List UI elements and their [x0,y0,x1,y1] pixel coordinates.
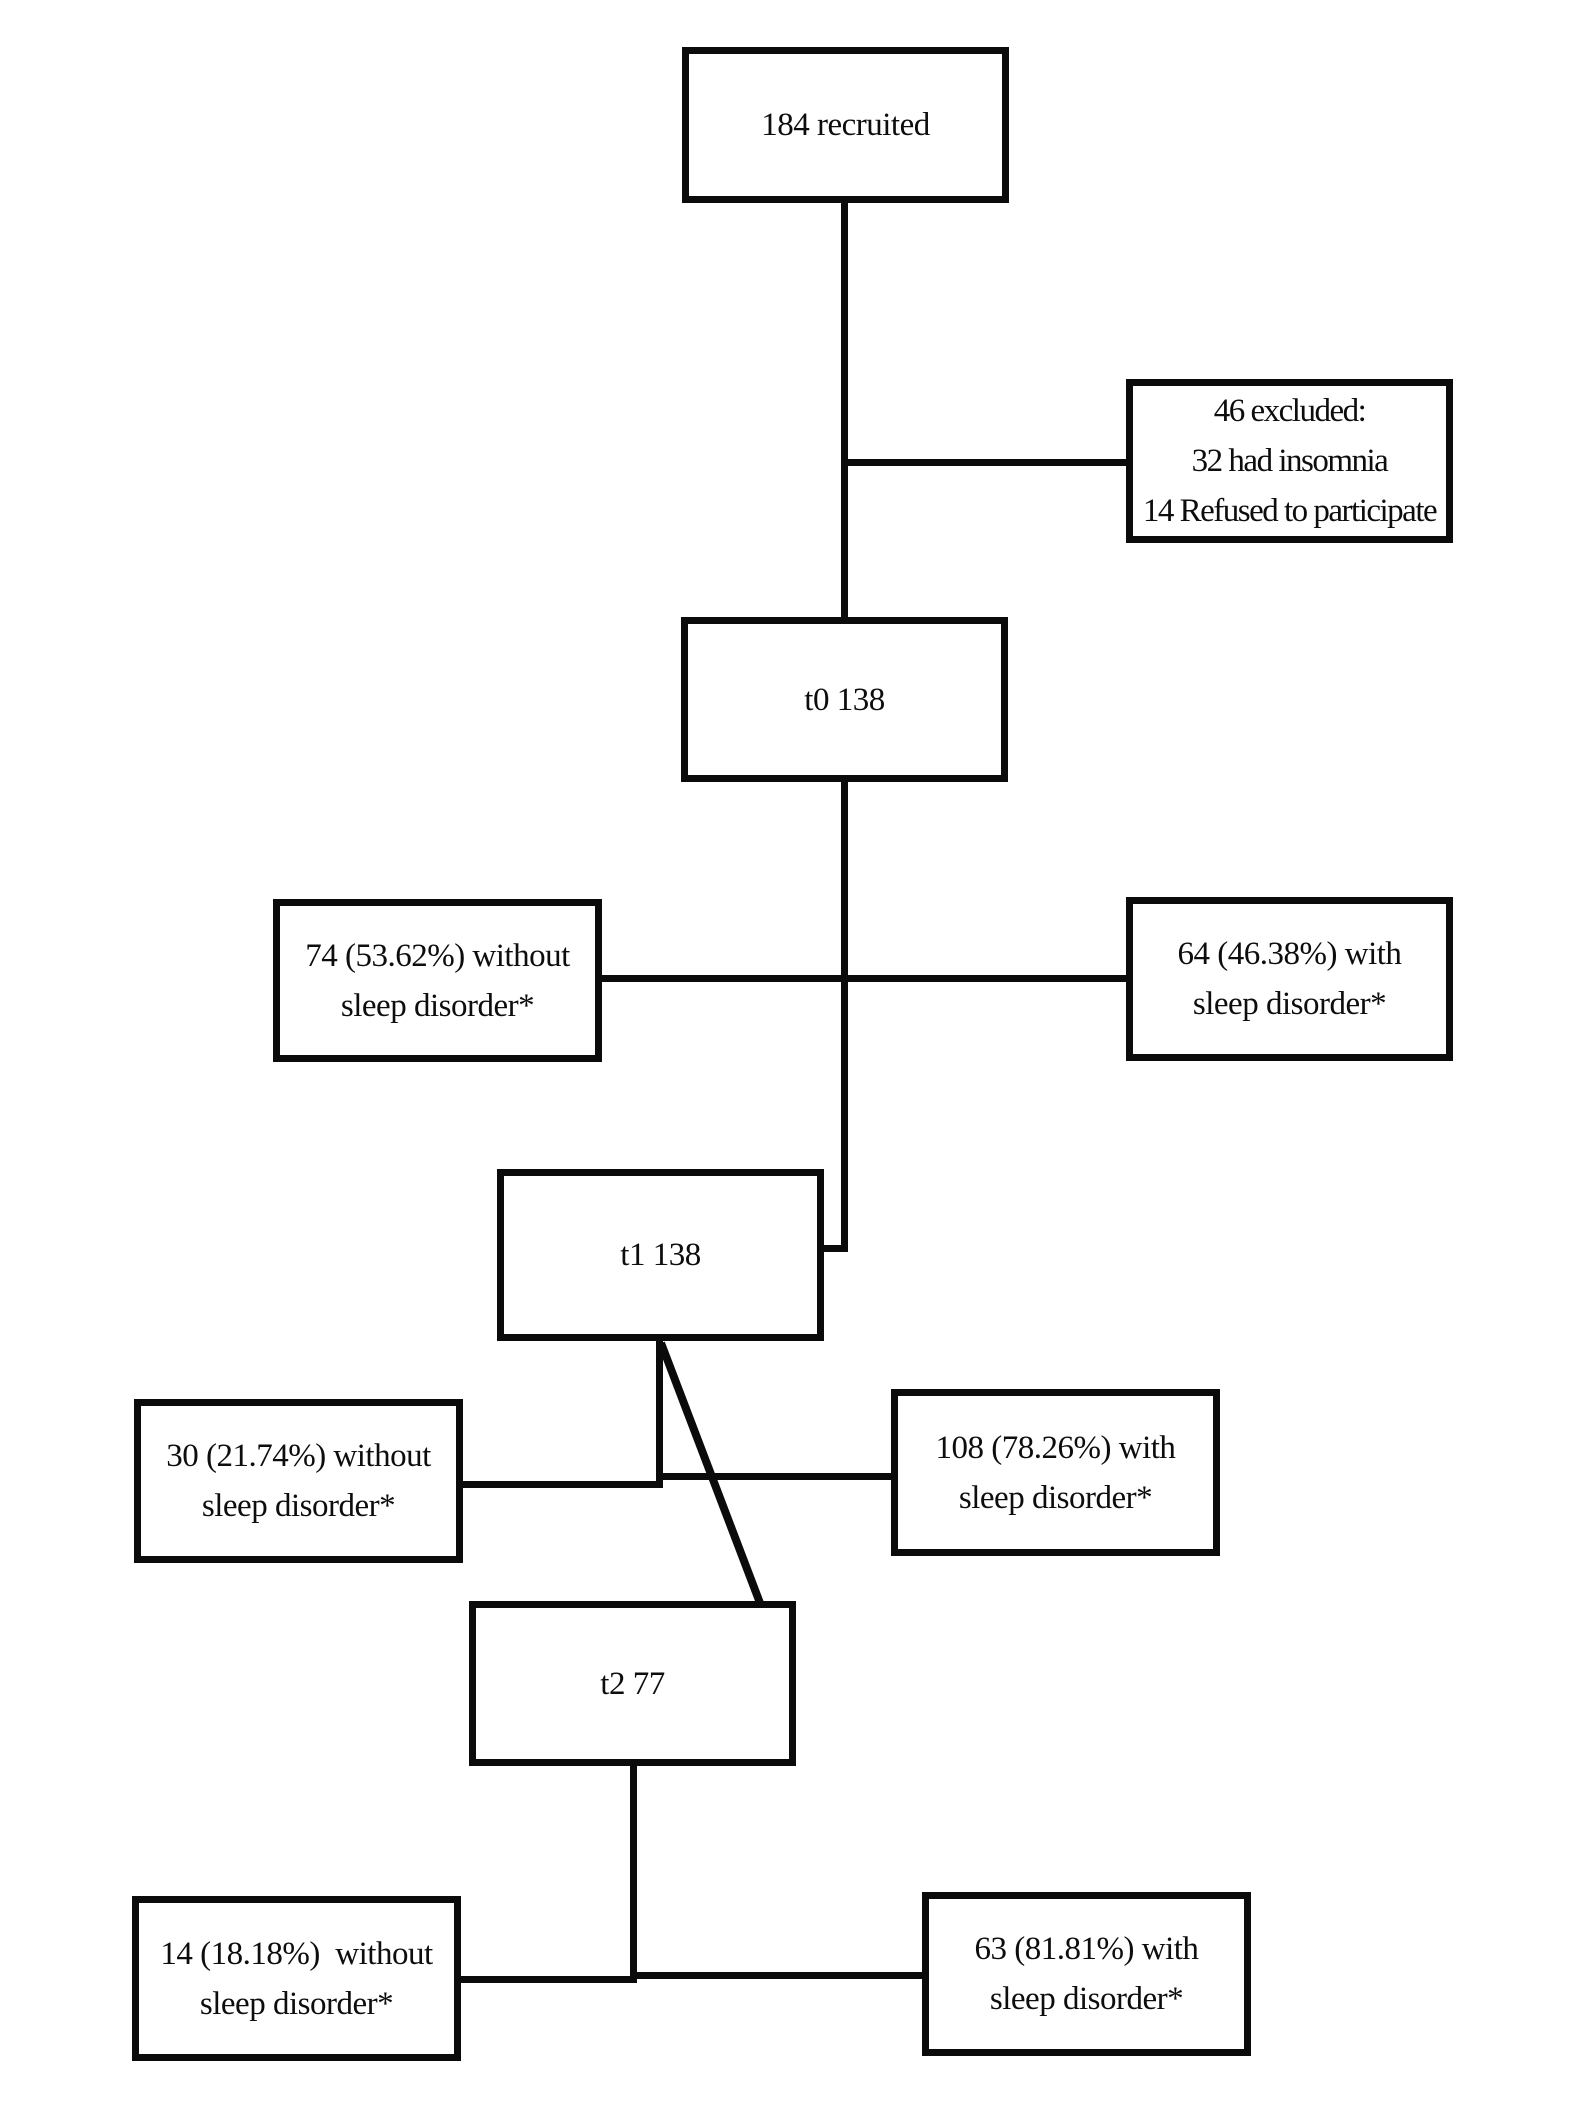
box-t2-label: t2 77 [600,1665,665,1702]
connector-t2-left [459,1976,637,1983]
box-t0-with-label: 64 (46.38%) with sleep disorder* [1177,936,1402,1022]
box-t2-with-sleep-disorder: 63 (81.81%) with sleep disorder* [922,1892,1251,2056]
box-t0: t0 138 [681,617,1008,782]
box-excluded: 46 excluded: 32 had insomnia 14 Refused … [1126,379,1453,543]
box-t1-without-sleep-disorder: 30 (21.74%) without sleep disorder* [134,1399,463,1563]
box-excluded-label: 46 excluded: 32 had insomnia 14 Refused … [1142,393,1438,529]
box-t2-without-sleep-disorder: 14 (18.18%) without sleep disorder* [132,1896,461,2061]
connector-t2-down [630,1764,637,1983]
box-t1-with-sleep-disorder: 108 (78.26%) with sleep disorder* [891,1389,1220,1556]
connector-recruited-to-t0 [841,203,848,619]
connector-elbow-to-t1 [818,1245,848,1252]
connector-t1-down [656,1339,663,1488]
box-t1: t1 138 [497,1169,824,1341]
box-recruited: 184 recruited [682,47,1009,203]
box-t1-label: t1 138 [620,1237,701,1273]
box-t1-with-label: 108 (78.26%) with sleep disorder* [935,1429,1176,1516]
box-recruited-label: 184 recruited [761,107,930,143]
box-t0-without-label: 74 (53.62%) without sleep disorder* [305,937,570,1024]
connector-t0-down [841,780,848,1252]
box-t2-with-label: 63 (81.81%) with sleep disorder* [974,1931,1199,2017]
connector-t2-right [630,1972,923,1979]
box-t0-with-sleep-disorder: 64 (46.38%) with sleep disorder* [1126,897,1453,1061]
connector-t0-row [601,975,1128,982]
box-t2-without-label: 14 (18.18%) without sleep disorder* [160,1935,433,2022]
connector-branch-excluded [844,459,1128,466]
connector-t1-right [656,1473,892,1480]
box-t2: t2 77 [469,1601,796,1766]
box-t0-without-sleep-disorder: 74 (53.62%) without sleep disorder* [273,899,602,1062]
box-t1-without-label: 30 (21.74%) without sleep disorder* [166,1438,431,1524]
box-t0-label: t0 138 [804,681,885,718]
connector-t1-left [461,1481,663,1488]
